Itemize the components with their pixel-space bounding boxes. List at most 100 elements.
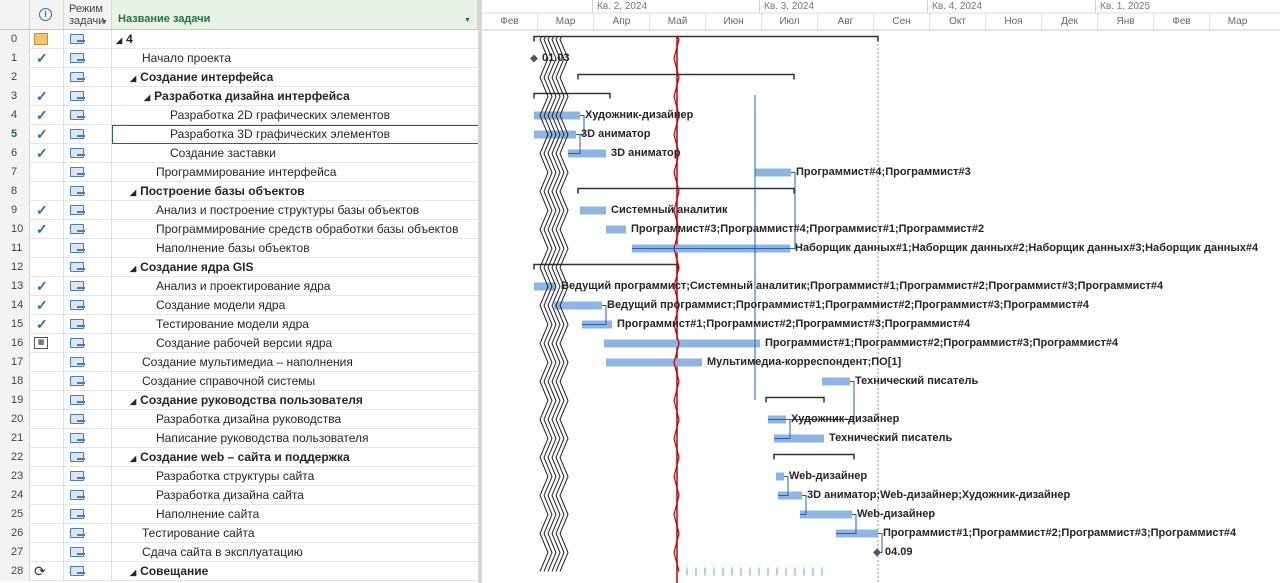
row-id[interactable]: 8 [0, 182, 30, 201]
table-row[interactable]: 21 Написание руководства пользователя [0, 429, 478, 448]
task-mode-cell[interactable] [64, 467, 112, 486]
calendar-icon[interactable]: ▦ [34, 337, 48, 349]
view-splitter[interactable] [478, 0, 482, 583]
row-id[interactable]: 4 [0, 106, 30, 125]
chevron-down-icon[interactable]: ▼ [101, 19, 108, 26]
row-id[interactable]: 2 [0, 68, 30, 87]
table-row[interactable]: 24 Разработка дизайна сайта [0, 486, 478, 505]
task-mode-cell[interactable] [64, 163, 112, 182]
collapse-triangle-icon[interactable]: ◢ [130, 397, 137, 406]
task-name-cell[interactable]: Создание мультимедиа – наполнения [112, 353, 478, 372]
table-row[interactable]: 0◢4 [0, 30, 478, 49]
task-name-cell[interactable]: Разработка 3D графических элементов [112, 125, 478, 144]
table-row[interactable]: 13✓Анализ и проектирование ядра [0, 277, 478, 296]
collapse-triangle-icon[interactable]: ◢ [144, 93, 151, 102]
task-name-cell[interactable]: Сдача сайта в эксплуатацию [112, 543, 478, 562]
task-name-cell[interactable]: ◢Совещание [112, 562, 478, 581]
collapse-triangle-icon[interactable]: ◢ [130, 568, 137, 577]
task-name-cell[interactable]: Наполнение сайта [112, 505, 478, 524]
table-row[interactable]: 23 Разработка структуры сайта [0, 467, 478, 486]
chevron-down-icon[interactable]: ▼ [464, 17, 471, 24]
task-mode-cell[interactable] [64, 505, 112, 524]
task-name-cell[interactable]: Разработка структуры сайта [112, 467, 478, 486]
task-name-cell[interactable]: Разработка дизайна сайта [112, 486, 478, 505]
table-row[interactable]: 9✓Анализ и построение структуры базы объ… [0, 201, 478, 220]
row-id[interactable]: 16 [0, 334, 30, 353]
task-mode-header[interactable]: Режим задачи ▼ [64, 0, 112, 30]
collapse-triangle-icon[interactable]: ◢ [116, 36, 123, 45]
table-row[interactable]: 27 Сдача сайта в эксплуатацию [0, 543, 478, 562]
table-row[interactable]: 4✓Разработка 2D графических элементов [0, 106, 478, 125]
task-name-cell[interactable]: Написание руководства пользователя [112, 429, 478, 448]
task-mode-cell[interactable] [64, 410, 112, 429]
task-mode-cell[interactable] [64, 106, 112, 125]
note-icon[interactable] [34, 33, 48, 45]
task-mode-cell[interactable] [64, 277, 112, 296]
indicators-header[interactable]: i [30, 0, 64, 30]
task-name-cell[interactable]: Тестирование модели ядра [112, 315, 478, 334]
row-id[interactable]: 19 [0, 391, 30, 410]
table-row[interactable]: 12 ◢Создание ядра GIS [0, 258, 478, 277]
row-id[interactable]: 27 [0, 543, 30, 562]
task-name-cell[interactable]: Программирование интерфейса [112, 163, 478, 182]
row-id[interactable]: 17 [0, 353, 30, 372]
table-row[interactable]: 22 ◢Создание web – сайта и поддержка [0, 448, 478, 467]
task-name-cell[interactable]: Создание рабочей версии ядра [112, 334, 478, 353]
row-id[interactable]: 22 [0, 448, 30, 467]
task-mode-cell[interactable] [64, 144, 112, 163]
table-row[interactable]: 1✓Начало проекта [0, 49, 478, 68]
task-name-cell[interactable]: ◢Создание web – сайта и поддержка [112, 448, 478, 467]
task-name-cell[interactable]: ◢Создание интерфейса [112, 68, 478, 87]
task-name-cell[interactable]: ◢Создание ядра GIS [112, 258, 478, 277]
task-name-cell[interactable]: Анализ и построение структуры базы объек… [112, 201, 478, 220]
collapse-triangle-icon[interactable]: ◢ [130, 454, 137, 463]
row-id[interactable]: 12 [0, 258, 30, 277]
task-name-cell[interactable]: Тестирование сайта [112, 524, 478, 543]
task-name-cell[interactable]: ◢4 [112, 30, 478, 49]
row-id[interactable]: 10 [0, 220, 30, 239]
row-id[interactable]: 28 [0, 562, 30, 581]
collapse-triangle-icon[interactable]: ◢ [130, 74, 137, 83]
row-id[interactable]: 1 [0, 49, 30, 68]
row-id[interactable]: 11 [0, 239, 30, 258]
task-mode-cell[interactable] [64, 448, 112, 467]
row-id[interactable]: 20 [0, 410, 30, 429]
table-row[interactable]: 16 ▦ Создание рабочей версии ядра [0, 334, 478, 353]
task-name-cell[interactable]: ◢Разработка дизайна интерфейса [112, 87, 478, 106]
row-id[interactable]: 23 [0, 467, 30, 486]
task-mode-cell[interactable] [64, 239, 112, 258]
row-id[interactable]: 26 [0, 524, 30, 543]
table-row[interactable]: 20 Разработка дизайна руководства [0, 410, 478, 429]
collapse-triangle-icon[interactable]: ◢ [130, 264, 137, 273]
task-name-cell[interactable]: ◢Построение базы объектов [112, 182, 478, 201]
task-mode-cell[interactable] [64, 87, 112, 106]
task-mode-cell[interactable] [64, 125, 112, 144]
task-mode-cell[interactable] [64, 391, 112, 410]
task-mode-cell[interactable] [64, 562, 112, 581]
select-all-corner[interactable] [0, 0, 30, 30]
task-mode-cell[interactable] [64, 220, 112, 239]
task-mode-cell[interactable] [64, 543, 112, 562]
task-name-cell[interactable]: Разработка 2D графических элементов [112, 106, 478, 125]
task-mode-cell[interactable] [64, 315, 112, 334]
task-mode-cell[interactable] [64, 30, 112, 49]
table-row[interactable]: 15✓Тестирование модели ядра [0, 315, 478, 334]
table-row[interactable]: 3✓◢Разработка дизайна интерфейса [0, 87, 478, 106]
task-name-cell[interactable]: Анализ и проектирование ядра [112, 277, 478, 296]
task-name-cell[interactable]: Создание заставки [112, 144, 478, 163]
task-mode-cell[interactable] [64, 68, 112, 87]
collapse-triangle-icon[interactable]: ◢ [130, 188, 137, 197]
task-name-cell[interactable]: Программирование средств обработки базы … [112, 220, 478, 239]
task-mode-cell[interactable] [64, 296, 112, 315]
task-name-cell[interactable]: ◢Создание руководства пользователя [112, 391, 478, 410]
task-mode-cell[interactable] [64, 353, 112, 372]
row-id[interactable]: 21 [0, 429, 30, 448]
row-id[interactable]: 5 [0, 125, 30, 144]
row-id[interactable]: 24 [0, 486, 30, 505]
task-mode-cell[interactable] [64, 524, 112, 543]
task-name-cell[interactable]: Создание справочной системы [112, 372, 478, 391]
task-name-cell[interactable]: Разработка дизайна руководства [112, 410, 478, 429]
table-row[interactable]: 6✓Создание заставки [0, 144, 478, 163]
